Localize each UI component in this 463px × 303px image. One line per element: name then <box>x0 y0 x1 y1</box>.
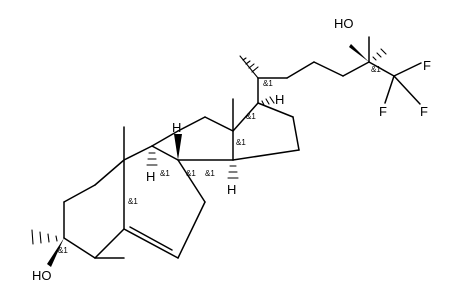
stereo-label-c14: &1 <box>205 169 215 178</box>
bond-c10-c1 <box>94 159 125 186</box>
bond-c9-c8 <box>151 145 179 161</box>
bond-c13-c17 <box>232 102 259 132</box>
bond-c11-c12 <box>177 116 206 132</box>
bond-c26-f1 <box>393 62 422 77</box>
stereo-label-c8: &1 <box>186 169 196 178</box>
bond-c10-c9 <box>123 145 153 161</box>
stereo-label-layer: &1 &1 &1 &1 &1 &1 &1 &1 &1 <box>58 65 381 255</box>
bond-c24-c25 <box>342 61 370 77</box>
hash-c3-methyl-tick4 <box>31 229 34 245</box>
atom-h14: H <box>227 182 236 197</box>
hash-c3-methyl-tick2 <box>47 233 50 243</box>
wedge-c25-oh <box>349 44 369 62</box>
stereo-label-c13: &1 <box>236 138 246 147</box>
bond-c3-c4 <box>63 237 96 259</box>
atom-f2: F <box>379 104 387 119</box>
hash-c20-methyl-tick3 <box>248 63 255 69</box>
hash-c3-methyl-tick3 <box>39 231 42 244</box>
atom-h17: H <box>275 92 284 107</box>
stereo-bond-layer <box>31 44 387 267</box>
bond-c6-c5-double <box>129 226 173 251</box>
stereo-label-c3: &1 <box>58 246 68 255</box>
bond-c8-c7 <box>177 159 206 203</box>
bond-c26-f3 <box>393 75 421 105</box>
stereo-label-c20: &1 <box>263 79 273 88</box>
stereo-label-c9: &1 <box>160 169 170 178</box>
hash-c20-methyl-tick4 <box>251 66 259 73</box>
bond-c7-c6 <box>177 201 206 259</box>
hash-c20-methyl <box>239 55 259 79</box>
bond-c22-c23 <box>286 61 315 79</box>
bond-c23-c24 <box>313 61 344 77</box>
hash-c17-h-tick1 <box>261 100 265 106</box>
stereo-label-c25: &1 <box>371 65 381 74</box>
hash-c25-methyl-tick1 <box>372 56 377 61</box>
stereo-label-c17: &1 <box>246 112 256 121</box>
bond-c9-c11 <box>151 130 179 147</box>
hash-c20-methyl-tick1 <box>242 57 247 61</box>
hash-c25-methyl-tick3 <box>380 48 387 55</box>
atom-oh-top: HO <box>334 16 354 31</box>
atom-h9: H <box>146 169 155 184</box>
hash-c3-methyl-tick1 <box>55 235 58 242</box>
bond-c1-c2 <box>63 184 96 203</box>
hash-c17-h-tick2 <box>265 98 270 105</box>
stereo-label-c10: &1 <box>128 197 138 206</box>
atom-f1: F <box>423 58 431 73</box>
hash-c17-h-tick3 <box>269 96 275 104</box>
bond-c6-c5 <box>123 228 179 259</box>
bond-c15-c14 <box>232 149 300 161</box>
atom-f3: F <box>420 104 428 119</box>
wedge-c3-oh <box>47 238 64 267</box>
bond-c4-c5 <box>94 228 125 259</box>
atom-h8: H <box>172 120 181 135</box>
hash-c20-methyl-tick2 <box>245 60 251 65</box>
wedge-c8-h <box>174 134 182 160</box>
atom-oh-bottom: HO <box>32 268 52 283</box>
bond-c12-c13 <box>204 116 234 132</box>
atom-label-layer: HO F F F H H H H HO <box>32 16 431 283</box>
hash-c25-methyl-tick2 <box>376 52 382 58</box>
bond-c16-c15 <box>292 116 300 151</box>
bond-c26-f2 <box>384 75 395 104</box>
bond-c25-c26 <box>368 61 395 77</box>
bond-layer <box>63 36 422 259</box>
